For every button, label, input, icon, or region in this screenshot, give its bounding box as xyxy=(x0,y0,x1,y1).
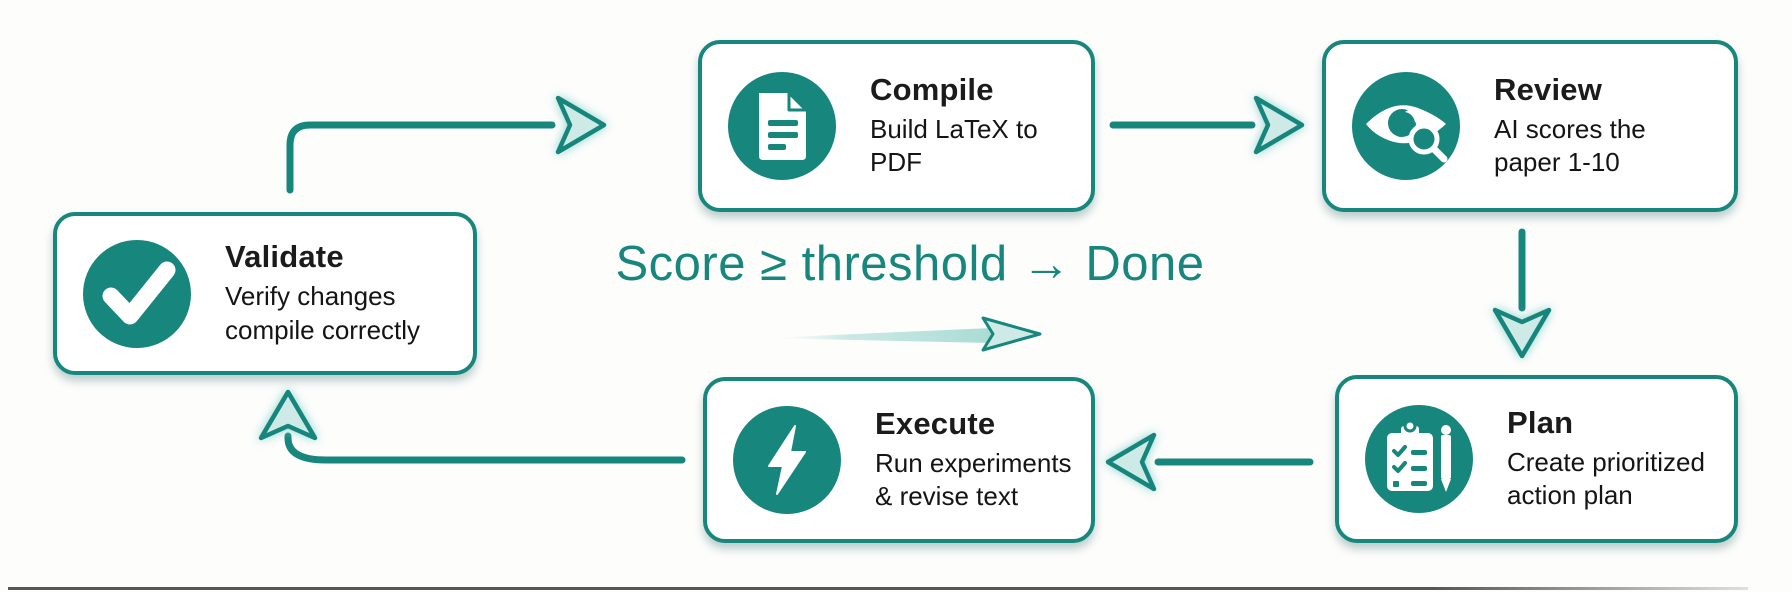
node-title: Validate xyxy=(225,239,344,275)
node-subtitle: AI scores the paper 1-10 xyxy=(1494,113,1646,178)
node-subtitle: Build LaTeX to PDF xyxy=(870,113,1038,178)
node-review: Review AI scores the paper 1-10 xyxy=(1322,40,1738,212)
validate-icon-circle xyxy=(83,239,191,348)
clipboard-checklist-icon xyxy=(1387,419,1451,492)
arrow-execute-to-validate xyxy=(258,389,686,464)
compile-icon-circle xyxy=(728,72,836,180)
node-validate: Validate Verify changes compile correctl… xyxy=(53,212,477,375)
arrow-review-to-plan xyxy=(1492,228,1552,359)
plan-icon-circle xyxy=(1365,405,1473,513)
arrow-plan-to-execute xyxy=(1105,432,1314,492)
document-icon xyxy=(759,91,808,160)
node-subtitle: Verify changes compile correctly xyxy=(225,281,421,345)
eye-magnifier-icon xyxy=(1366,105,1448,163)
checkmark-icon xyxy=(102,261,176,324)
node-subtitle: Create prioritized action plan xyxy=(1507,446,1705,511)
node-plan: Plan Create prioritized action plan xyxy=(1335,375,1738,543)
node-subtitle: Run experiments & revise text xyxy=(875,447,1072,512)
node-title: Execute xyxy=(875,405,996,441)
arrow-validate-to-compile xyxy=(286,95,607,194)
node-title: Review xyxy=(1494,71,1603,107)
done-exit-arrow xyxy=(765,316,1042,352)
bottom-edge-line xyxy=(8,587,1748,590)
exit-condition-text: Score ≥ threshold → Done xyxy=(615,237,1205,291)
review-icon-circle xyxy=(1352,72,1460,180)
node-compile: Compile Build LaTeX to PDF xyxy=(698,40,1095,212)
node-title: Compile xyxy=(870,71,994,107)
arrow-compile-to-review xyxy=(1109,95,1305,155)
node-execute: Execute Run experiments & revise text xyxy=(703,377,1095,543)
execute-icon-circle xyxy=(733,406,841,514)
node-title: Plan xyxy=(1507,404,1574,440)
lightning-bolt-icon xyxy=(768,425,806,495)
